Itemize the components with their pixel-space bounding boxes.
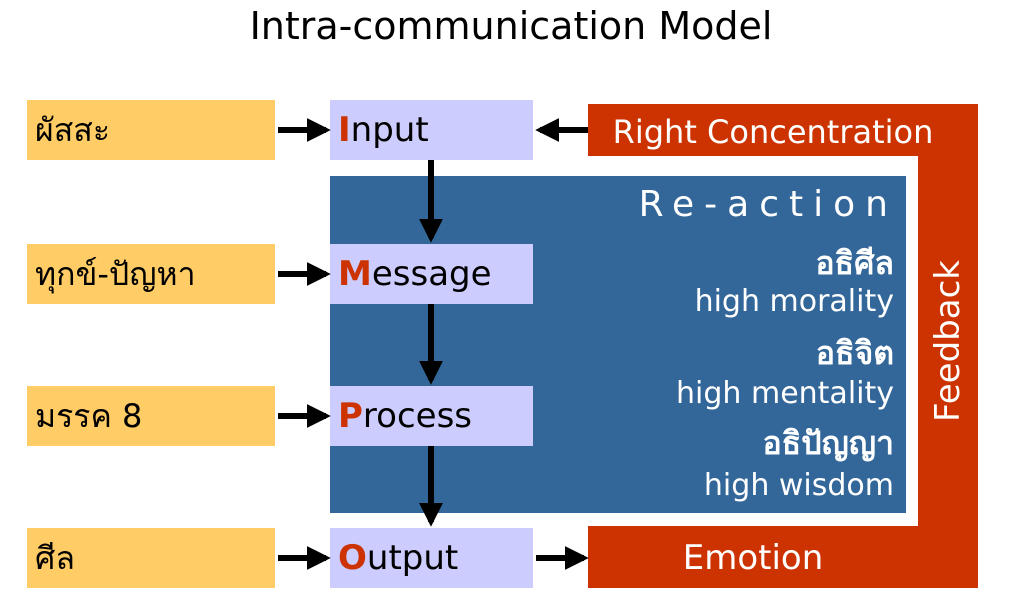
reaction-english-3: high wisdom: [703, 468, 894, 503]
diagram-title: Intra-communication Model: [249, 4, 773, 48]
input-rest: nput: [350, 110, 429, 150]
reaction-title: Re-action: [638, 184, 898, 225]
right-concentration-label: Right Concentration: [612, 113, 934, 151]
reaction-thai-1: อธิศีล: [815, 244, 894, 282]
process-initial: P: [338, 396, 363, 436]
reaction-thai-2: อธิจิต: [815, 334, 894, 372]
emotion-label: Emotion: [682, 538, 824, 578]
reaction-english-1: high morality: [694, 284, 894, 319]
message-rest: essage: [371, 254, 492, 294]
output-rest: utput: [366, 538, 459, 578]
reaction-panel: Re-action อธิศีล high morality อธิจิต hi…: [330, 176, 906, 513]
process-rest: rocess: [362, 396, 472, 436]
reaction-thai-3: อธิปัญญา: [762, 424, 894, 462]
reaction-english-2: high mentality: [676, 376, 894, 411]
output-initial: O: [338, 538, 367, 578]
input-initial: I: [338, 110, 351, 150]
left-box-phassa: ผัสสะ: [27, 100, 275, 160]
left-box-magga: มรรค 8: [27, 386, 275, 446]
left-box-sila: ศีล: [27, 528, 275, 588]
message-initial: M: [338, 254, 372, 294]
left-box-dukkha: ทุกข์-ปัญหา: [27, 244, 275, 304]
